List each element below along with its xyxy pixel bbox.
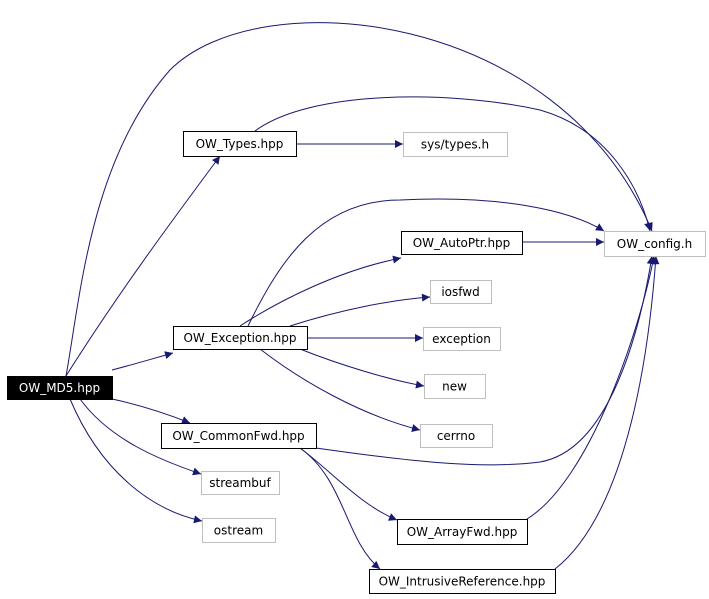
edge-md5-to-streambuf [79,398,202,476]
node-new[interactable]: new [424,374,486,399]
node-label: iosfwd [441,285,479,299]
node-types[interactable]: OW_Types.hpp [183,131,297,157]
edge-commonfwd-to-intrusive [299,447,381,570]
edge-exception_hpp-to-cerrno [259,348,421,432]
node-box [201,471,280,495]
edge-md5-to-config [65,22,653,377]
node-box [430,280,492,304]
node-box [397,519,528,545]
node-label: sys/types.h [421,138,489,152]
edge-arrayfwd-to-config [526,255,657,520]
node-layer: OW_MD5.hpp OW_Types.hpp sys/types.hOW_conf… [7,131,706,594]
edge-exception_hpp-to-iosfwd [289,293,431,327]
edge-exception_hpp-to-autoptr [239,255,402,327]
node-systypes[interactable]: sys/types.h [403,132,508,157]
edge-md5-to-commonfwd [111,398,191,424]
node-label: streambuf [209,476,271,490]
node-label: exception [432,332,491,346]
node-exception[interactable]: exception [423,327,501,351]
node-box [7,376,113,400]
node-box [183,131,297,157]
edge-md5-to-exception_hpp [111,351,174,371]
edge-exception_hpp-to-config [247,198,605,327]
node-label: OW_Exception.hpp [183,331,296,345]
node-label: ostream [214,524,263,538]
node-ostream[interactable]: ostream [202,518,276,543]
node-box [604,231,706,257]
node-box [423,327,501,351]
node-label: cerrno [437,429,475,443]
node-intrusive[interactable]: OW_IntrusiveReference.hpp [369,569,556,594]
edge-exception_hpp-to-new [299,348,425,389]
edge-types-to-config [254,96,652,232]
node-box [202,518,276,543]
node-arrayfwd[interactable]: OW_ArrayFwd.hpp [397,519,528,545]
edge-md5-to-ostream [69,398,203,524]
node-box [161,423,317,449]
edge-commonfwd-to-config [315,255,655,466]
node-streambuf[interactable]: streambuf [201,471,280,495]
node-box [403,132,508,157]
node-commonfwd[interactable]: OW_CommonFwd.hpp [161,423,317,449]
node-label: OW_Types.hpp [196,137,284,151]
node-label: OW_config.h [617,237,692,251]
edge-layer [65,22,660,570]
node-label: new [442,380,467,394]
node-box [173,326,308,350]
node-label: OW_IntrusiveReference.hpp [379,575,546,589]
node-config[interactable]: OW_config.h [604,231,706,257]
node-box [420,424,493,448]
node-label: OW_MD5.hpp [19,381,100,395]
node-exception_hpp[interactable]: OW_Exception.hpp [173,326,308,350]
edge-md5-to-types [65,155,221,377]
edge-intrusive-to-config [554,255,660,570]
node-label: OW_AutoPtr.hpp [413,236,511,250]
node-autoptr[interactable]: OW_AutoPtr.hpp [401,231,523,255]
node-md5[interactable]: OW_MD5.hpp [7,376,113,400]
node-cerrno[interactable]: cerrno [420,424,493,448]
node-label: OW_ArrayFwd.hpp [407,525,518,539]
node-box [369,569,556,594]
node-box [424,374,486,399]
node-label: OW_CommonFwd.hpp [172,429,304,443]
node-box [401,231,523,255]
edge-commonfwd-to-arrayfwd [299,447,398,521]
node-iosfwd[interactable]: iosfwd [430,280,492,304]
